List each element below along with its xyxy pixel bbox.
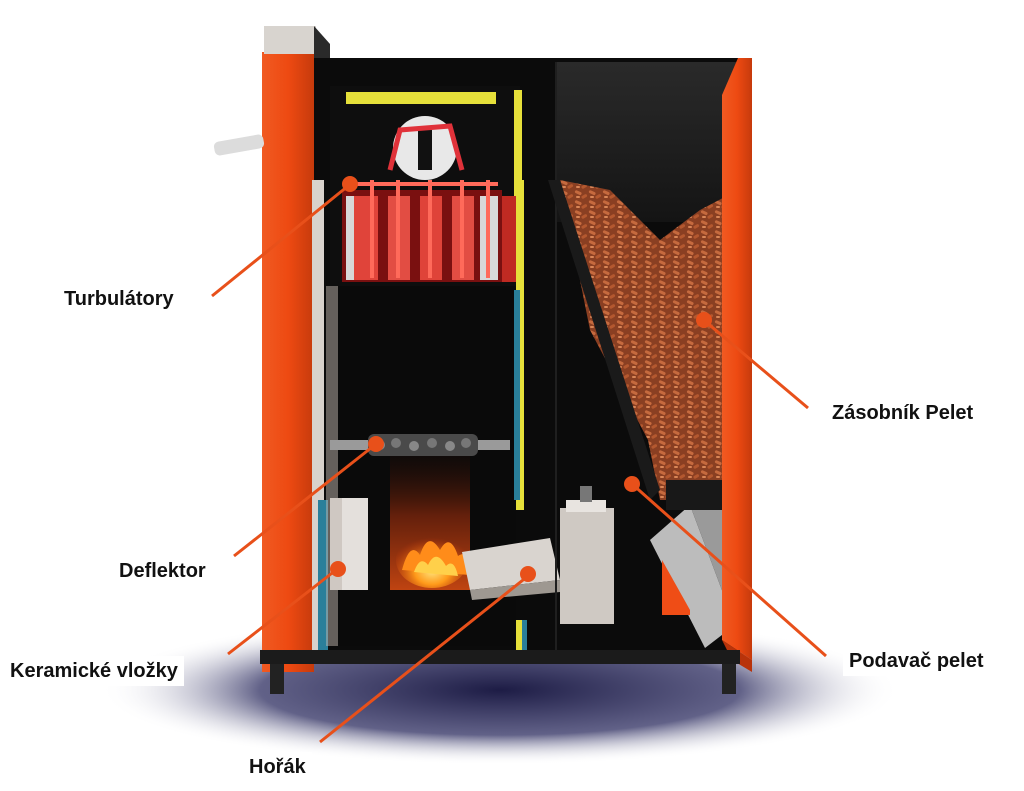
yellow-trim-top [346,92,496,104]
callout-line-keramicke [227,568,337,656]
callout-lines [211,184,827,744]
label-turbulatory: Turbulátory [58,284,180,314]
callout-dot-horak [520,566,536,582]
burner-flame [396,532,470,588]
left-casing [262,52,314,672]
callout-dot-turbulatory [342,176,358,192]
turbulators [342,180,522,282]
flue-pipe [213,134,265,156]
top-cap [264,26,316,54]
callout-dots [330,176,712,582]
callout-dot-keramicke [330,561,346,577]
callout-line-turbulatory [211,184,349,298]
label-keramicke-vlozky: Keramické vložky [4,656,184,686]
callout-dot-zasobnik [696,312,712,328]
right-casing [722,58,752,660]
label-podavac-pelet: Podavač pelet [843,646,990,676]
callout-line-deflektor [233,442,377,558]
callout-line-podavac [631,482,827,658]
callout-line-zasobnik [705,320,809,410]
callout-line-horak [319,574,529,744]
callout-dot-podavac [624,476,640,492]
burner [462,486,614,624]
boiler-base [260,650,740,664]
label-horak: Hořák [243,752,312,782]
label-deflektor: Deflektor [113,556,212,586]
pellet-fill [560,180,738,500]
label-zasobnik-pelet: Zásobník Pelet [826,398,980,428]
callout-dot-deflektor [368,436,384,452]
